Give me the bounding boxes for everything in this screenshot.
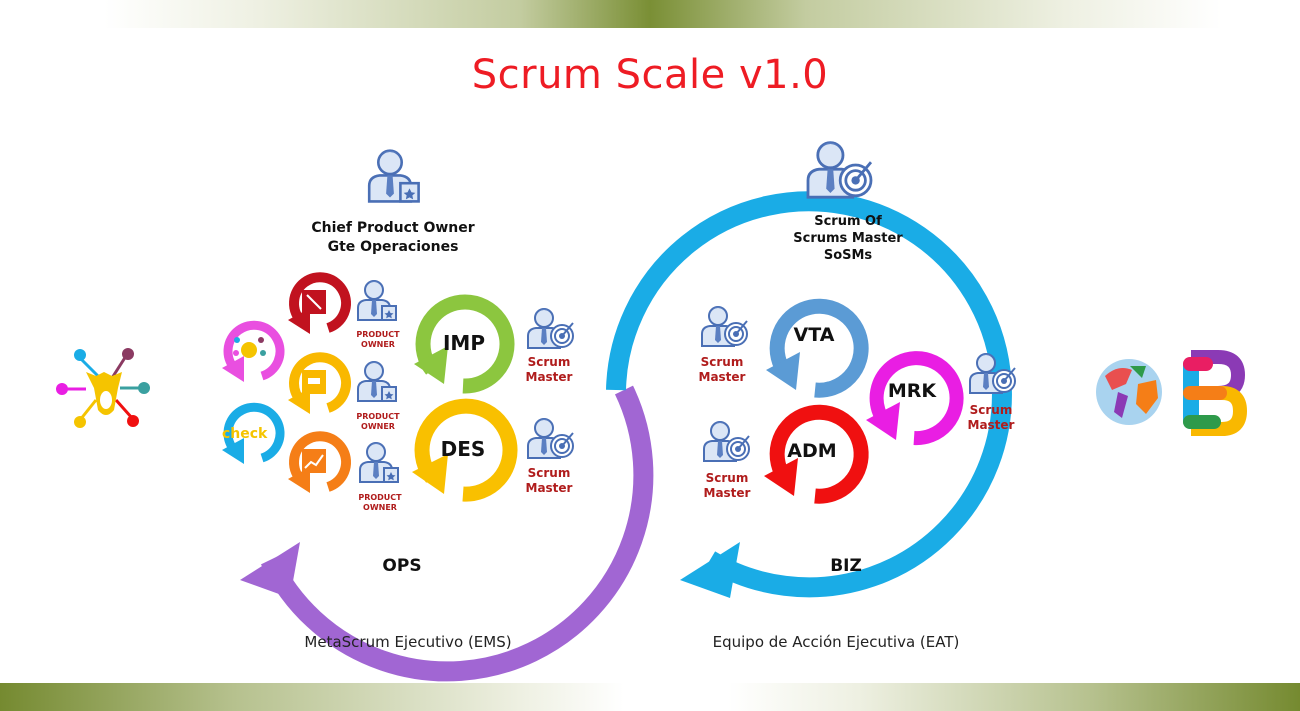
chief-product-owner-icon <box>367 149 420 203</box>
page-title: Scrum Scale v1.0 <box>471 52 829 98</box>
product-owner-icon <box>359 442 399 483</box>
team-label-vta: VTA <box>794 324 835 346</box>
po-label-3b: OWNER <box>363 503 397 512</box>
po-cycle-yellow <box>288 352 351 414</box>
vta-sm-line1: Scrum <box>701 355 744 369</box>
globe-logo <box>1096 359 1162 425</box>
mrk-sm-line1: Scrum <box>970 403 1013 417</box>
po-label-3: PRODUCT <box>358 493 402 502</box>
top-decorative-band <box>0 0 1300 28</box>
scrum-master-icon <box>701 306 748 347</box>
biz-leader-line2: Scrums Master <box>793 231 903 246</box>
ops-ring <box>240 385 654 682</box>
biz-name: BIZ <box>830 556 862 576</box>
b-logo <box>1183 350 1248 436</box>
cow-network-icon <box>233 337 266 358</box>
po-label-1: PRODUCT <box>356 330 400 339</box>
scrum-master-icon <box>527 308 574 349</box>
product-owner-icon <box>357 280 397 321</box>
po-label-2: PRODUCT <box>356 412 400 421</box>
scrum-master-icon <box>703 421 750 462</box>
biz-leader-line1: Scrum Of <box>814 214 882 229</box>
imp-sm-line1: Scrum <box>528 355 571 369</box>
biz-leader-line3: SoSMs <box>824 248 873 263</box>
adm-sm-line2: Master <box>704 486 751 500</box>
scrum-master-icon <box>527 418 574 459</box>
ops-arrow-head <box>240 542 300 598</box>
team-cycle-imp: IMP <box>414 294 515 394</box>
biz-caption: Equipo de Acción Ejecutiva (EAT) <box>713 633 960 651</box>
team-label-imp: IMP <box>443 331 485 355</box>
side-cycle-magenta <box>222 320 285 382</box>
ops-name: OPS <box>382 556 421 576</box>
adm-sm-line1: Scrum <box>706 471 749 485</box>
scrum-of-scrums-master-icon <box>806 141 873 199</box>
team-cycle-des: DES <box>412 398 518 502</box>
check-logo-icon: check <box>222 426 268 442</box>
chart-icon <box>302 449 326 473</box>
team-label-des: DES <box>441 437 486 461</box>
cow-network-logo <box>56 348 150 428</box>
ops-leader-line2: Gte Operaciones <box>328 239 459 255</box>
po-label-2b: OWNER <box>361 422 395 431</box>
imp-sm-line2: Master <box>526 370 573 384</box>
ops-caption: MetaScrum Ejecutivo (EMS) <box>304 633 511 651</box>
biz-arrow-head <box>680 542 740 598</box>
biz-ring <box>606 191 1012 598</box>
side-cycle-cyan: check <box>222 402 285 464</box>
vta-sm-line2: Master <box>699 370 746 384</box>
po-cycle-red <box>288 272 351 334</box>
product-owner-icon <box>357 361 397 402</box>
team-label-mrk: MRK <box>888 380 938 402</box>
team-cycle-adm: ADM <box>764 404 869 504</box>
des-sm-line2: Master <box>526 481 573 495</box>
ops-leader-line1: Chief Product Owner <box>311 220 474 236</box>
po-cycle-orange <box>288 431 351 493</box>
bottom-decorative-band <box>0 683 1300 711</box>
po-label-1b: OWNER <box>361 340 395 349</box>
mrk-sm-line2: Master <box>968 418 1015 432</box>
team-cycle-mrk: MRK <box>866 351 964 446</box>
team-label-adm: ADM <box>787 440 836 462</box>
team-cycle-vta: VTA <box>766 298 869 398</box>
des-sm-line1: Scrum <box>528 466 571 480</box>
